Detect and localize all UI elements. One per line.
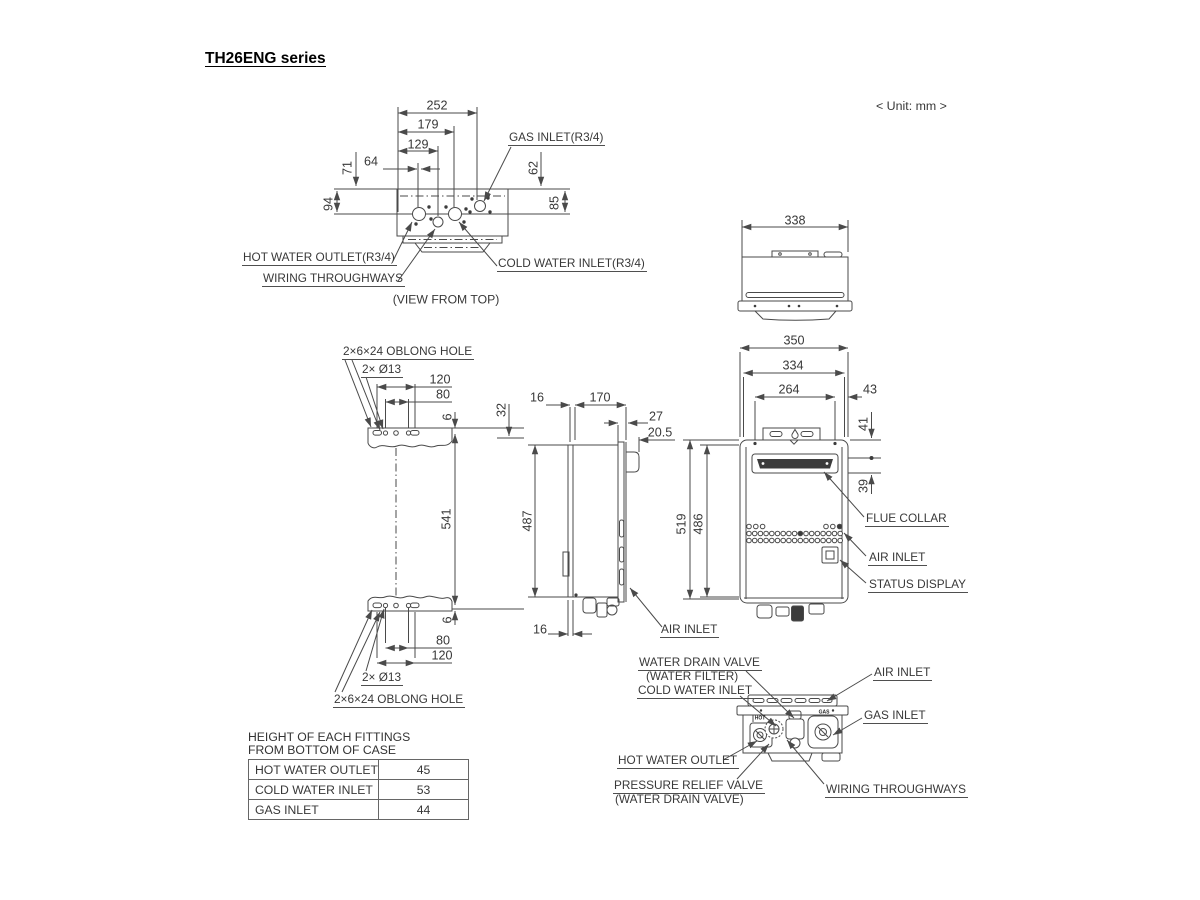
label-gas-inlet-bottom: GAS INLET bbox=[863, 708, 928, 724]
label-cold-water-inlet-top: COLD WATER INLET(R3/4) bbox=[497, 256, 647, 272]
table-caption-line2: FROM BOTTOM OF CASE bbox=[248, 743, 397, 757]
dim-43: 43 bbox=[862, 382, 878, 397]
dim-334: 334 bbox=[782, 358, 804, 373]
dim-6-bottom: 6 bbox=[440, 616, 455, 624]
table-cell-value: 44 bbox=[416, 802, 431, 817]
top-view-drawing bbox=[392, 146, 512, 282]
label-pressure-relief-valve: PRESSURE RELIEF VALVE bbox=[613, 778, 766, 794]
dim-94: 94 bbox=[321, 196, 336, 212]
dim-179: 179 bbox=[417, 117, 439, 132]
dim-27: 27 bbox=[648, 409, 664, 424]
label-air-inlet-side: AIR INLET bbox=[660, 622, 720, 638]
table-row: HOT WATER OUTLET 45 bbox=[249, 760, 468, 780]
label-air-inlet-front: AIR INLET bbox=[868, 550, 928, 566]
table-cell-value: 53 bbox=[416, 782, 431, 797]
top-view-dim-lines bbox=[333, 107, 570, 216]
dim-62: 62 bbox=[526, 160, 541, 176]
page-title: TH26ENG series bbox=[205, 50, 326, 67]
label-cold-water-inlet-bottom: COLD WATER INLET bbox=[637, 683, 755, 699]
dim-129: 129 bbox=[407, 137, 429, 152]
dim-20-5: 20.5 bbox=[647, 425, 673, 440]
label-air-inlet-bottom: AIR INLET bbox=[873, 665, 933, 681]
dim-120-bottom: 120 bbox=[431, 648, 453, 663]
label-gas-inlet-top: GAS INLET(R3/4) bbox=[508, 130, 606, 146]
label-dia13-top: 2× Ø13 bbox=[361, 362, 404, 378]
label-oblong-hole-top: 2×6×24 OBLONG HOLE bbox=[342, 344, 475, 360]
label-status-display: STATUS DISPLAY bbox=[868, 577, 969, 593]
label-wiring-throughways-bottom: WIRING THROUGHWAYS bbox=[825, 782, 969, 798]
bottom-view-drawing bbox=[722, 670, 873, 785]
dim-16-bottom: 16 bbox=[532, 622, 548, 637]
side-view-drawing bbox=[497, 401, 675, 638]
label-flue-collar: FLUE COLLAR bbox=[865, 511, 949, 527]
dim-39: 39 bbox=[856, 478, 871, 494]
label-dia13-bottom: 2× Ø13 bbox=[361, 670, 404, 686]
label-pressure-relief-valve-sub: (WATER DRAIN VALVE) bbox=[615, 792, 744, 806]
marking-hot: HOT bbox=[754, 715, 766, 722]
dim-64: 64 bbox=[363, 154, 379, 169]
marking-gas: GAS bbox=[818, 709, 830, 716]
caption-view-from-top: (VIEW FROM TOP) bbox=[392, 292, 500, 307]
dim-486: 486 bbox=[691, 513, 706, 535]
front-view-drawing bbox=[683, 344, 881, 622]
dim-80-top: 80 bbox=[435, 387, 451, 402]
dim-16-top: 16 bbox=[529, 390, 545, 405]
unit-note: < Unit: mm > bbox=[876, 99, 947, 113]
dim-85: 85 bbox=[547, 195, 562, 211]
dim-120-top: 120 bbox=[429, 372, 451, 387]
table-row: COLD WATER INLET 53 bbox=[249, 780, 468, 800]
dim-170: 170 bbox=[589, 390, 611, 405]
rear-top-view-drawing bbox=[737, 220, 853, 321]
mounting-view-drawing bbox=[334, 359, 524, 693]
table-cell-value: 45 bbox=[416, 762, 431, 777]
dim-252: 252 bbox=[426, 98, 448, 113]
table-row: GAS INLET 44 bbox=[249, 800, 468, 819]
fittings-table: HOT WATER OUTLET 45 COLD WATER INLET 53 … bbox=[248, 759, 469, 820]
dim-487: 487 bbox=[520, 510, 535, 532]
dim-541: 541 bbox=[439, 508, 454, 530]
table-cell-label: HOT WATER OUTLET bbox=[249, 760, 379, 779]
dim-80-bottom: 80 bbox=[435, 633, 451, 648]
label-wiring-throughways-top: WIRING THROUGHWAYS bbox=[262, 271, 406, 287]
label-hot-water-outlet-top: HOT WATER OUTLET(R3/4) bbox=[242, 250, 397, 266]
dim-41: 41 bbox=[856, 416, 871, 432]
dim-264: 264 bbox=[778, 382, 800, 397]
table-cell-label: GAS INLET bbox=[249, 800, 379, 819]
dim-519: 519 bbox=[674, 513, 689, 535]
dim-350: 350 bbox=[783, 333, 805, 348]
dim-338: 338 bbox=[784, 213, 806, 228]
label-hot-water-outlet-bottom: HOT WATER OUTLET bbox=[617, 753, 740, 769]
table-caption-line1: HEIGHT OF EACH FITTINGS bbox=[248, 730, 411, 744]
dim-32: 32 bbox=[494, 402, 509, 418]
dim-71: 71 bbox=[340, 160, 355, 176]
label-oblong-hole-bottom: 2×6×24 OBLONG HOLE bbox=[333, 692, 466, 708]
label-water-drain-valve: WATER DRAIN VALVE bbox=[638, 655, 762, 671]
label-water-filter: (WATER FILTER) bbox=[646, 669, 739, 683]
dim-6-top: 6 bbox=[440, 413, 455, 421]
table-cell-label: COLD WATER INLET bbox=[249, 780, 379, 799]
